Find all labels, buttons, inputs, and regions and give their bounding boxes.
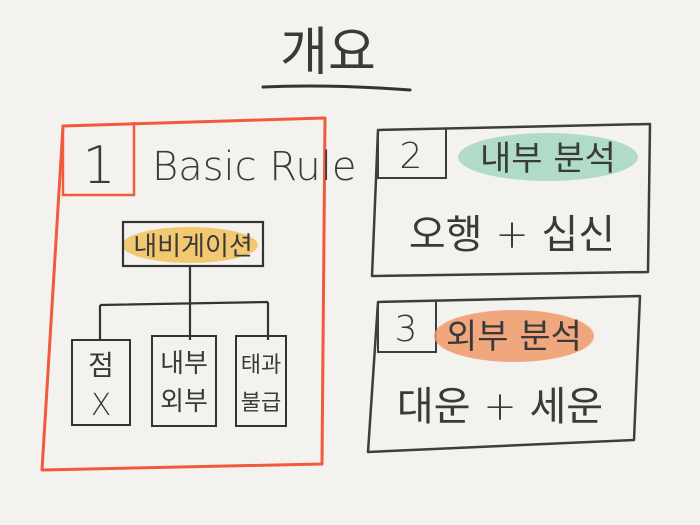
section-2: 2 내부 분석 오행 + 십신 — [370, 122, 652, 278]
section-3-heading: 외부 분석 — [446, 317, 582, 357]
tree-connector — [98, 266, 270, 340]
section-3: 3 외부 분석 대운 + 세운 — [366, 294, 642, 454]
page-title: 개요 — [280, 23, 376, 83]
section-1-heading: Basic Rule — [152, 144, 356, 190]
section-3-number-box — [377, 300, 437, 353]
section-2-number: 2 — [400, 136, 423, 177]
section-2-highlight — [458, 133, 638, 181]
section-3-highlight — [434, 310, 594, 362]
section-2-body: 오행 + 십신 — [409, 212, 615, 258]
child-3-line2: 불급 — [241, 391, 281, 416]
section-1-number-box — [61, 122, 136, 197]
root-node-box — [121, 220, 265, 268]
child-1-line2: X — [91, 388, 112, 423]
section-3-number: 3 — [395, 309, 418, 350]
child-2-box — [151, 335, 217, 427]
child-2-line2: 외부 — [160, 387, 208, 417]
child-1-line1: 점 — [88, 349, 114, 382]
child-3-box — [235, 335, 287, 427]
root-highlight — [122, 227, 258, 263]
section-3-border — [366, 294, 642, 454]
child-1-box — [71, 339, 131, 426]
section-2-border — [370, 122, 652, 278]
section-2-number-box — [377, 128, 447, 179]
section-2-heading: 내부 분석 — [480, 139, 616, 179]
title-underline — [261, 84, 412, 92]
section-1: 1 Basic Rule 내비게이션 점 X 내부 외부 태과 불급 — [40, 116, 356, 472]
child-3-line1: 태과 — [241, 353, 281, 378]
section-1-number: 1 — [82, 136, 115, 196]
child-2-line1: 내부 — [160, 349, 208, 379]
root-node-label: 내비게이션 — [133, 232, 253, 262]
section-3-body: 대운 + 세운 — [397, 384, 603, 430]
section-1-border — [40, 116, 327, 472]
